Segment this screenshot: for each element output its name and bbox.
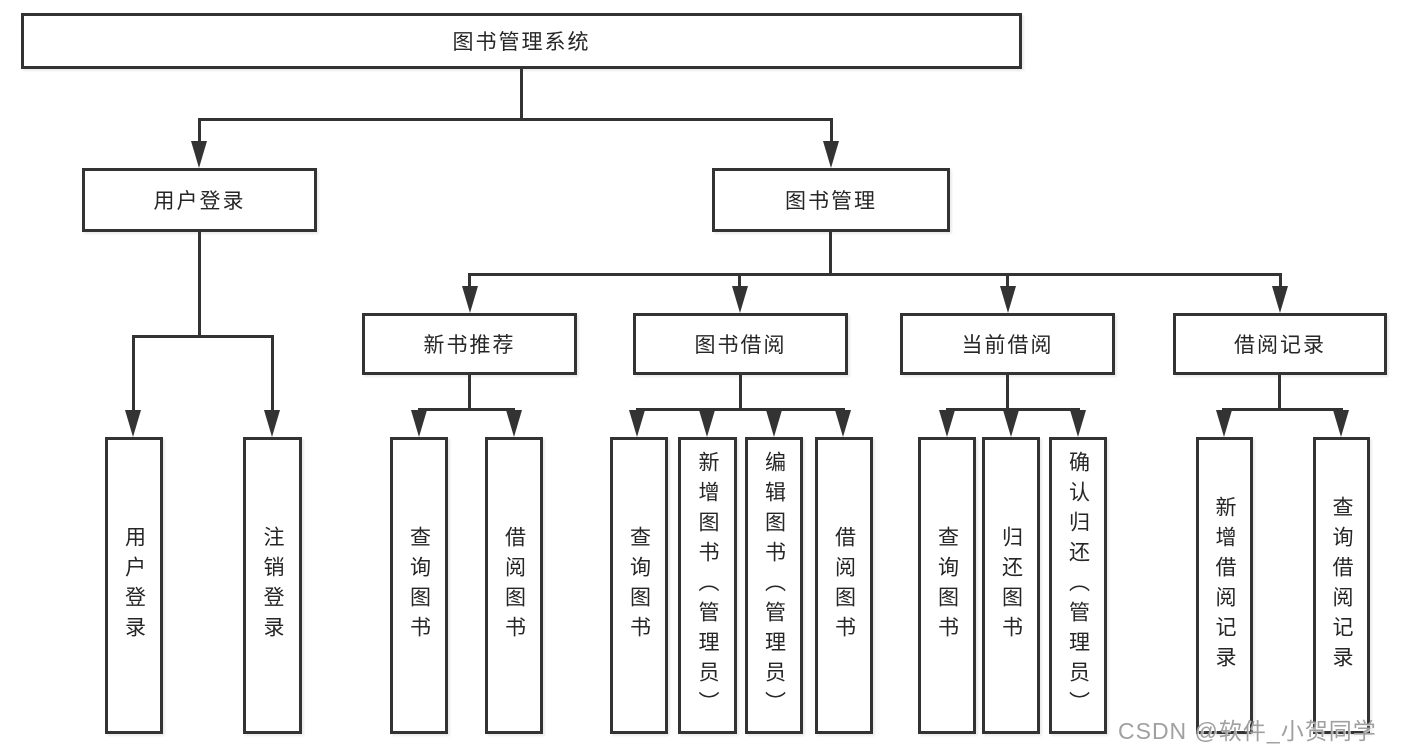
node-label: 用户登录 <box>122 525 146 646</box>
connector-line <box>198 121 201 143</box>
node-label: 图书管理 <box>785 190 877 213</box>
connector-line <box>830 121 833 143</box>
leaf-add-borrow-record: 新增借阅记录 <box>1196 437 1253 734</box>
arrow-down-icon <box>699 410 715 437</box>
node-label: 编辑图书（管理员） <box>762 450 786 721</box>
arrow-down-icon <box>732 286 748 313</box>
arrow-down-icon <box>1000 286 1016 313</box>
leaf-add-books-admin: 新增图书（管理员） <box>678 437 737 734</box>
leaf-borrow-books-recommend: 借阅图书 <box>485 437 543 734</box>
node-label: 归还图书 <box>999 525 1023 646</box>
arrow-down-icon <box>766 410 782 437</box>
leaf-query-borrow-record: 查询借阅记录 <box>1313 437 1370 734</box>
node-label: 查询图书 <box>935 525 959 646</box>
connector-line <box>1278 375 1281 410</box>
node-label: 新增借阅记录 <box>1213 495 1236 676</box>
leaf-query-books-recommend: 查询图书 <box>390 437 448 734</box>
node-label: 注销登录 <box>261 525 284 646</box>
connector-line <box>946 408 1080 411</box>
connector-line <box>636 408 845 411</box>
connector-line <box>1222 408 1343 411</box>
node-current-borrowing: 当前借阅 <box>900 313 1115 375</box>
arrow-down-icon <box>823 141 839 168</box>
leaf-query-books-borrowing: 查询图书 <box>610 437 668 734</box>
node-label: 查询图书 <box>627 525 651 646</box>
arrow-down-icon <box>1070 410 1086 437</box>
arrow-down-icon <box>1216 410 1232 437</box>
leaf-logout: 注销登录 <box>243 437 302 734</box>
csdn-watermark: CSDN @软件_小贺同学 <box>1118 718 1377 744</box>
node-label: 图书借阅 <box>694 334 787 357</box>
arrow-down-icon <box>125 410 141 437</box>
connector-line <box>829 232 832 276</box>
node-label: 借阅图书 <box>502 525 526 646</box>
leaf-borrow-books: 借阅图书 <box>815 437 873 734</box>
arrow-down-icon <box>939 410 955 437</box>
leaf-user-login: 用户登录 <box>105 437 163 734</box>
leaf-edit-books-admin: 编辑图书（管理员） <box>745 437 803 734</box>
connector-line <box>468 375 471 410</box>
connector-line <box>132 338 135 412</box>
node-user-login: 用户登录 <box>82 168 317 232</box>
node-label: 图书管理系统 <box>452 31 591 54</box>
connector-line <box>418 408 515 411</box>
connector-line <box>198 118 833 121</box>
arrow-down-icon <box>191 141 207 168</box>
arrow-down-icon <box>835 410 851 437</box>
connector-line <box>271 338 274 412</box>
connector-line <box>468 273 1282 276</box>
arrow-down-icon <box>264 410 280 437</box>
node-label: 查询借阅记录 <box>1330 495 1353 676</box>
connector-line <box>1279 276 1282 288</box>
node-label: 查询图书 <box>407 525 431 646</box>
connector-line <box>1006 276 1009 288</box>
arrow-down-icon <box>1272 286 1288 313</box>
node-library-management-system: 图书管理系统 <box>21 13 1022 69</box>
connector-line <box>1006 375 1009 410</box>
leaf-query-books-current: 查询图书 <box>918 437 976 734</box>
node-label: 确认归还（管理员） <box>1066 450 1090 721</box>
leaf-return-books: 归还图书 <box>982 437 1040 734</box>
node-book-borrowing: 图书借阅 <box>633 313 848 375</box>
node-label: 新增图书（管理员） <box>696 450 719 721</box>
node-new-book-recommendation: 新书推荐 <box>362 313 577 375</box>
arrow-down-icon <box>411 410 427 437</box>
connector-line <box>198 232 201 338</box>
node-book-management: 图书管理 <box>712 168 950 232</box>
connector-line <box>468 276 471 288</box>
connector-line <box>739 375 742 410</box>
node-label: 借阅图书 <box>832 525 856 646</box>
arrow-down-icon <box>506 410 522 437</box>
arrow-down-icon <box>462 286 478 313</box>
node-label: 借阅记录 <box>1234 334 1326 357</box>
connector-line <box>520 69 523 120</box>
arrow-down-icon <box>629 410 645 437</box>
node-label: 当前借阅 <box>961 334 1054 357</box>
connector-line <box>132 335 274 338</box>
node-borrowing-records: 借阅记录 <box>1173 313 1387 375</box>
node-label: 用户登录 <box>153 190 246 213</box>
leaf-confirm-return-admin: 确认归还（管理员） <box>1049 437 1107 734</box>
arrow-down-icon <box>1003 410 1019 437</box>
arrow-down-icon <box>1333 410 1349 437</box>
connector-line <box>738 276 741 288</box>
node-label: 新书推荐 <box>423 334 516 357</box>
